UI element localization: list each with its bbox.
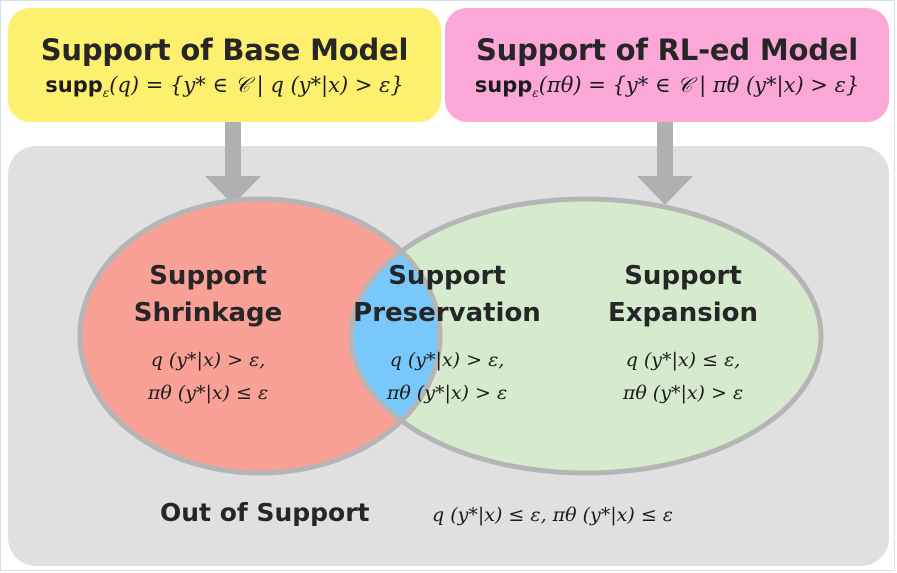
base-model-support-box: Support of Base Model suppε(q) = {y* ∈ 𝒞… — [8, 8, 441, 122]
rl-model-formula-sub: ε — [532, 86, 539, 100]
base-support-outline — [77, 196, 443, 476]
expansion-formula-line2: πθ (y*|x) > ε — [622, 382, 744, 404]
expansion-title-line1: Support — [624, 261, 742, 291]
rl-model-formula-supp: supp — [474, 73, 533, 97]
shrinkage-formula: q (y*|x) > ε, πθ (y*|x) ≤ ε — [88, 344, 328, 410]
preservation-title-line2: Preservation — [353, 298, 541, 328]
preservation-formula-line2: πθ (y*|x) > ε — [386, 382, 508, 404]
shrinkage-title-line2: Shrinkage — [133, 298, 283, 328]
preservation-formula: q (y*|x) > ε, πθ (y*|x) > ε — [327, 344, 567, 410]
shrinkage-formula-line2: πθ (y*|x) ≤ ε — [147, 382, 269, 404]
rl-model-support-box: Support of RL-ed Model suppε(πθ) = {y* ∈… — [445, 8, 889, 122]
out-of-support-formula: q (y*|x) ≤ ε, πθ (y*|x) ≤ ε — [432, 504, 673, 526]
base-model-formula-supp: supp — [45, 73, 103, 97]
expansion-title-line2: Expansion — [608, 298, 758, 328]
rl-model-formula-rest: (πθ) = {y* ∈ 𝒞 | πθ (y*|x) > ε} — [538, 73, 860, 97]
base-model-formula: suppε(q) = {y* ∈ 𝒞 | q (y*|x) > ε} — [8, 73, 441, 100]
out-of-support-title: Out of Support — [160, 498, 370, 527]
expansion-title: Support Expansion — [573, 258, 793, 332]
base-support-ellipse — [80, 199, 440, 473]
rl-support-ellipse — [351, 199, 821, 473]
rl-support-outline — [348, 196, 824, 476]
expansion-formula: q (y*|x) ≤ ε, πθ (y*|x) > ε — [563, 344, 803, 410]
base-model-title: Support of Base Model — [40, 33, 409, 67]
shrinkage-title: Support Shrinkage — [98, 258, 318, 332]
arrow-rl-to-expansion — [637, 122, 693, 205]
base-model-formula-sub: ε — [102, 86, 110, 100]
shrinkage-title-line1: Support — [149, 261, 267, 291]
expansion-formula-line1: q (y*|x) ≤ ε, — [625, 349, 741, 371]
base-model-formula-rest: (q) = {y* ∈ 𝒞 | q (y*|x) > ε} — [109, 73, 404, 97]
preservation-title: Support Preservation — [337, 258, 557, 332]
rl-model-formula: suppε(πθ) = {y* ∈ 𝒞 | πθ (y*|x) > ε} — [445, 73, 889, 100]
preservation-title-line1: Support — [388, 261, 506, 291]
shrinkage-formula-line1: q (y*|x) > ε, — [150, 349, 266, 371]
arrow-base-to-shrinkage — [205, 122, 261, 205]
preservation-formula-line1: q (y*|x) > ε, — [389, 349, 505, 371]
rl-model-title: Support of RL-ed Model — [476, 33, 858, 67]
